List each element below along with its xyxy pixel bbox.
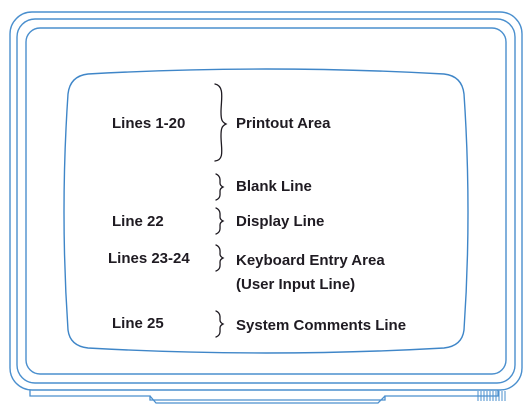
line-label-lines-23-24: Lines 23-24 [108,250,190,267]
monitor-base-bar [29,390,499,401]
brace-line-22 [215,207,225,235]
area-label-display-line: Display Line [236,213,324,230]
brace-lines-23-24 [215,244,225,272]
brace-lines-1-20 [214,83,228,162]
area-sublabel-user-input-line: (User Input Line) [236,276,355,293]
area-label-keyboard-entry-area: Keyboard Entry Area [236,252,385,269]
vent-grille [477,391,506,401]
brace-blank-line [215,173,225,201]
line-label-line-25: Line 25 [112,315,164,332]
monitor-middle-outline [16,18,516,384]
monitor-frame [9,11,523,391]
brace-line-25 [215,310,225,338]
line-label-line-22: Line 22 [112,213,164,230]
crt-screen [63,68,469,354]
braces [214,83,228,338]
area-label-system-comments-line: System Comments Line [236,317,406,334]
monitor-base [29,390,506,404]
area-label-blank-line: Blank Line [236,178,312,195]
line-label-lines-1-20: Lines 1-20 [112,115,185,132]
monitor-outer-outline [9,11,523,391]
monitor-inner-outline [25,27,507,375]
area-label-printout-area: Printout Area [236,115,331,132]
monitor-foot-left [149,395,386,404]
